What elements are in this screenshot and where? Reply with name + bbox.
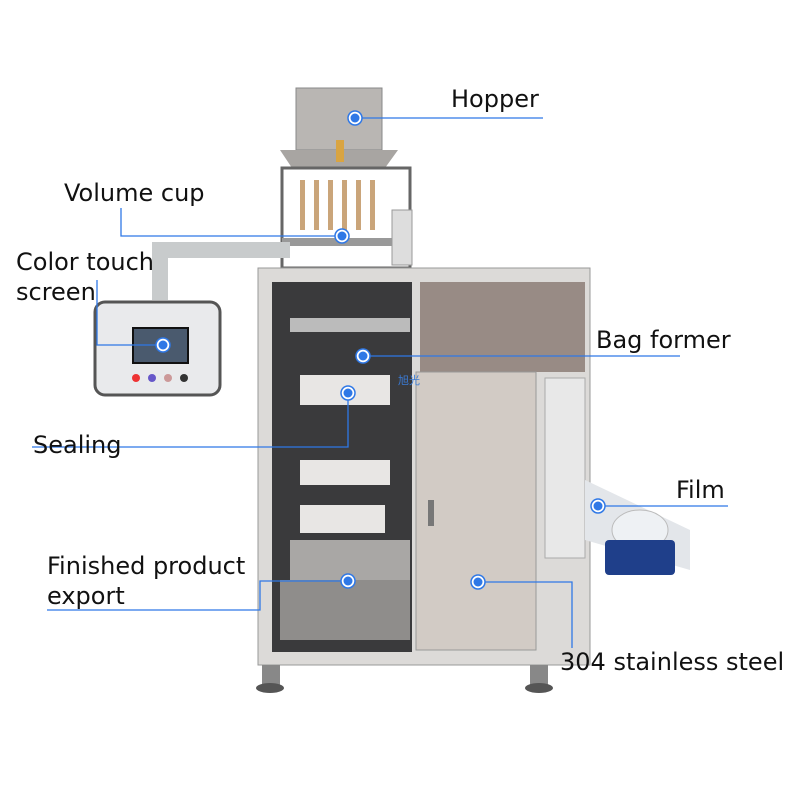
label-film: Film <box>676 476 725 504</box>
label-color-touch-screen-2: screen <box>16 278 96 306</box>
marker-finished-product <box>340 573 356 589</box>
marker-dots <box>155 110 606 590</box>
brand-logo: 旭光 <box>398 374 420 387</box>
label-hopper: Hopper <box>451 85 539 113</box>
marker-sealing <box>340 385 356 401</box>
marker-volume-cup <box>334 228 350 244</box>
leader-volume-cup <box>120 208 342 237</box>
leader-stainless-steel <box>478 581 573 648</box>
leader-lines <box>32 117 728 648</box>
label-color-touch-screen-1: Color touch <box>16 248 154 276</box>
motor <box>605 540 675 575</box>
label-sealing: Sealing <box>33 431 122 459</box>
marker-stainless-steel <box>470 574 486 590</box>
touch-screen <box>132 327 189 364</box>
label-volume-cup: Volume cup <box>64 179 205 207</box>
leader-touch-screen <box>96 280 163 346</box>
volume-cups <box>300 180 375 230</box>
cabinet-door <box>415 371 537 651</box>
film-unit-frame <box>544 377 586 559</box>
marker-bag-former <box>355 348 371 364</box>
marker-film <box>590 498 606 514</box>
leader-finished-product <box>47 580 348 611</box>
control-arm <box>152 242 290 300</box>
hopper <box>295 87 383 151</box>
leader-sealing <box>32 393 349 448</box>
marker-touch-screen <box>155 337 171 353</box>
label-finished-product-2: export <box>47 582 125 610</box>
label-stainless-steel: 304 stainless steel <box>560 648 785 676</box>
label-bag-former: Bag former <box>596 326 731 354</box>
label-finished-product-1: Finished product <box>47 552 246 580</box>
marker-hopper <box>347 110 363 126</box>
